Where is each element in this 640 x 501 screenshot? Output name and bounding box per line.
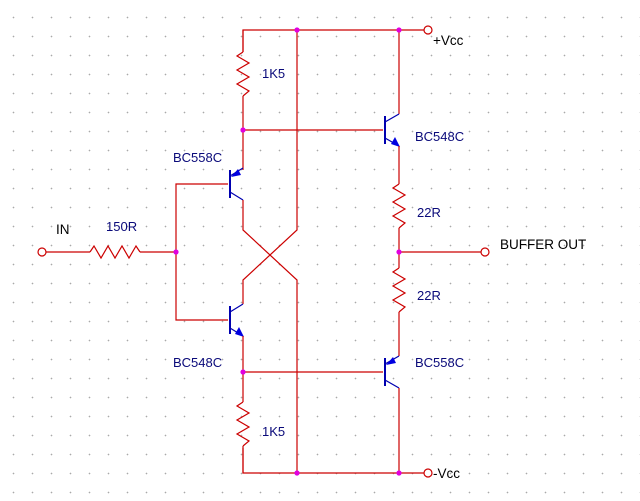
terminal-input — [37, 247, 47, 257]
label-q-out-bottom: BC558C — [415, 355, 465, 370]
resistor-22r-top — [391, 183, 407, 229]
base-feed-top — [175, 183, 228, 252]
q-out-top-collector — [384, 113, 400, 123]
resistor-1k5-top — [235, 51, 251, 97]
node-top-2 — [396, 27, 402, 33]
label-q-in-bottom: BC548C — [173, 355, 223, 370]
resistor-22r-bottom — [391, 267, 407, 313]
q-out-bottom-collector — [384, 379, 400, 389]
label-input-resistor: 150R — [106, 219, 138, 234]
label-q-in-top: BC558C — [173, 150, 223, 165]
label-output: BUFFER OUT — [500, 237, 587, 252]
resistor-1k5-bottom — [235, 401, 251, 447]
node-bottom-1 — [294, 470, 300, 476]
label-vcc-pos: +Vcc — [433, 33, 464, 48]
label-vcc-neg: -Vcc — [433, 466, 460, 481]
label-r-bottom: 1K5 — [262, 424, 286, 439]
label-r-out-bottom: 22R — [417, 288, 441, 303]
terminal-vcc-pos — [423, 25, 433, 35]
q-in-top-collector — [229, 191, 244, 201]
q-in-top-arrow — [231, 169, 241, 177]
q-out-bottom-arrow — [386, 357, 396, 365]
resistor-150r — [89, 244, 141, 260]
q-out-top-arrow — [391, 137, 400, 147]
negative-rail — [242, 448, 428, 474]
q-in-bottom-collector — [229, 303, 244, 313]
node-output — [396, 249, 402, 255]
base-feed-bottom — [175, 252, 228, 321]
terminal-vcc-neg — [423, 468, 433, 478]
terminal-output — [480, 247, 490, 257]
label-q-out-top: BC548C — [415, 129, 465, 144]
q-in-bottom-arrow — [235, 327, 244, 337]
node-input — [173, 249, 179, 255]
node-bottom-2 — [396, 470, 402, 476]
node-bias-bottom — [240, 369, 246, 375]
positive-rail — [242, 29, 428, 52]
label-r-top: 1K5 — [262, 66, 286, 81]
cross-wire-b — [242, 30, 298, 304]
node-top-1 — [294, 27, 300, 33]
label-r-out-top: 22R — [417, 205, 441, 220]
node-bias-top — [240, 127, 246, 133]
label-input: IN — [56, 222, 70, 237]
